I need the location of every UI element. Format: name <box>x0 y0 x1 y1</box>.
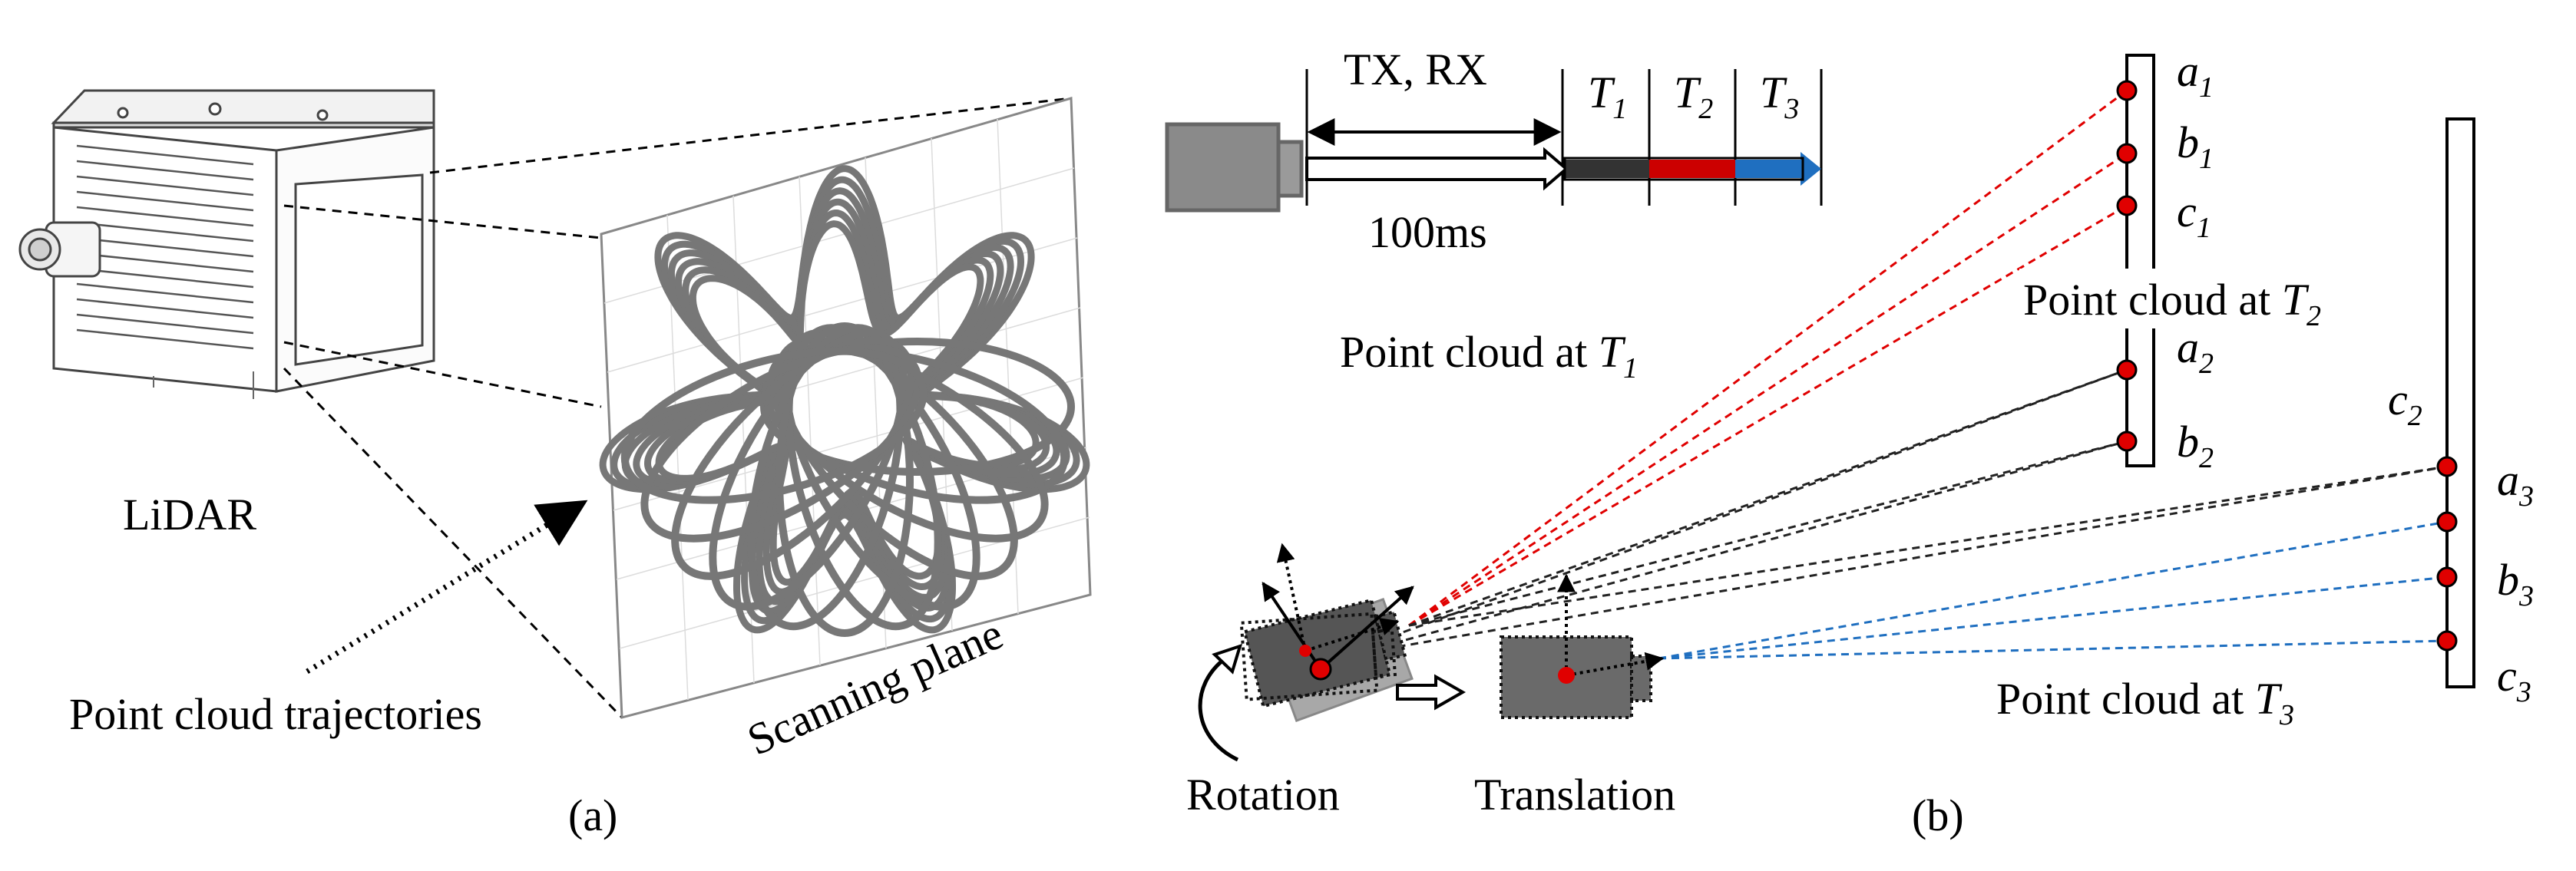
t2-segment <box>1649 160 1735 178</box>
point-markers <box>2116 80 2458 652</box>
translation-label: Translation <box>1474 770 1675 820</box>
rose-petal <box>640 344 923 543</box>
label-b3: b3 <box>2497 555 2534 612</box>
rose-petal <box>709 328 908 611</box>
rose-petal <box>785 324 942 631</box>
projection-lines <box>283 97 1072 719</box>
rose-petal <box>671 336 915 580</box>
label-c1: c1 <box>2177 186 2211 244</box>
point-b3 <box>2436 566 2458 588</box>
point-cloud-t1-label: Point cloud at T1 <box>1340 327 1638 384</box>
txrx-label: TX, RX <box>1344 45 1487 94</box>
label-b2: b2 <box>2177 417 2214 474</box>
translation-arrow <box>1396 674 1467 711</box>
duration-label: 100ms <box>1368 207 1487 257</box>
point-c3 <box>2436 630 2458 652</box>
point-a3 <box>2436 511 2458 533</box>
rose-petal <box>760 338 1075 476</box>
panel-a: LiDAR Point cloud trajectories Scanning … <box>18 89 1092 840</box>
label-a2: a2 <box>2177 322 2214 380</box>
t2-mark: T2 <box>1674 68 1713 125</box>
rose-petal <box>766 344 1049 543</box>
lidar-device-icon <box>18 89 435 399</box>
point-b1 <box>2116 143 2138 164</box>
ray-lines <box>1305 89 2448 669</box>
rotation-arrow-icon <box>1198 654 1239 762</box>
point-b2 <box>2116 431 2138 452</box>
rotation-label: Rotation <box>1186 770 1340 820</box>
rose-petal <box>782 328 980 611</box>
point-cloud-t3-label: Point cloud at T3 <box>1996 674 2294 731</box>
point-c2 <box>2436 456 2458 477</box>
point-a2 <box>2116 359 2138 381</box>
t1-segment <box>1565 160 1649 178</box>
label-a1: a1 <box>2177 46 2214 104</box>
lidar-label: LiDAR <box>123 490 256 539</box>
trajectory-label: Point cloud trajectories <box>69 689 482 739</box>
rose-petal <box>775 322 914 637</box>
rose-petal <box>774 336 1018 580</box>
rose-petal <box>747 324 904 631</box>
rotation-sensor-group <box>1239 543 1414 722</box>
label-c2: c2 <box>2388 374 2422 432</box>
t2-scan-bar <box>2125 54 2155 467</box>
t3-scan-bar <box>2445 117 2475 688</box>
label-a3: a3 <box>2497 455 2534 513</box>
rose-petal <box>762 347 1069 504</box>
t3-segment <box>1735 152 1821 186</box>
point-a1 <box>2116 80 2138 101</box>
label-b1: b1 <box>2177 117 2214 175</box>
t1-mark: T1 <box>1588 68 1627 125</box>
panel-b: TX, RX 100ms T1 T2 T3 <box>1165 45 2534 840</box>
point-cloud-t2-label: Point cloud at T2 <box>2023 275 2321 332</box>
caption-a: (a) <box>568 790 617 840</box>
t3-mark: T3 <box>1760 68 1799 125</box>
lidar-sensor-icon <box>1165 122 1304 213</box>
label-c3: c3 <box>2497 651 2531 708</box>
translation-sensor-group <box>1500 573 1665 719</box>
timeline <box>1305 69 1823 206</box>
scanning-plane <box>599 97 1092 719</box>
txrx-arrow <box>1305 147 1569 191</box>
trajectory-pointer-arrow <box>306 500 588 674</box>
point-c1 <box>2116 195 2138 216</box>
point-cloud-rose-pattern <box>599 165 1090 637</box>
rose-petal <box>620 347 928 504</box>
caption-b: (b) <box>1912 790 1964 840</box>
rose-ring <box>655 220 1040 586</box>
